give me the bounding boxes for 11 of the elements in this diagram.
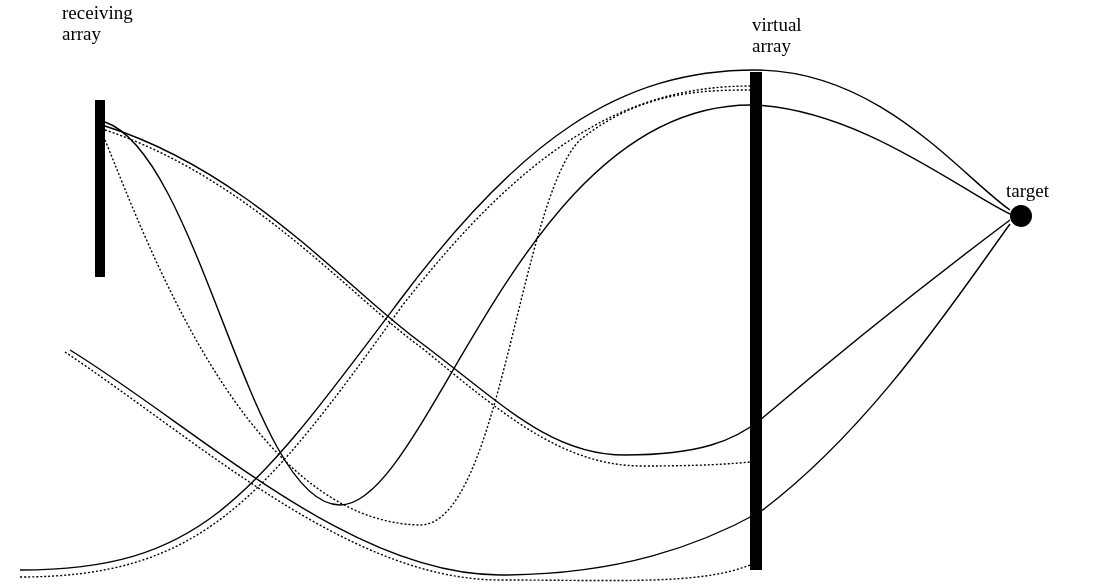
dotted-ray-path xyxy=(64,351,751,582)
ray-path xyxy=(104,125,1011,456)
ray-path xyxy=(69,223,1011,576)
array-label: virtual array xyxy=(752,14,803,56)
array-label: receiving array xyxy=(62,2,134,44)
dotted-ray-path xyxy=(104,129,751,467)
dotted-ray-path xyxy=(19,85,751,578)
dotted-ray-path xyxy=(104,89,751,526)
ray-path xyxy=(19,69,1011,571)
target-label: target xyxy=(1006,180,1049,201)
ray-path xyxy=(104,104,1011,506)
